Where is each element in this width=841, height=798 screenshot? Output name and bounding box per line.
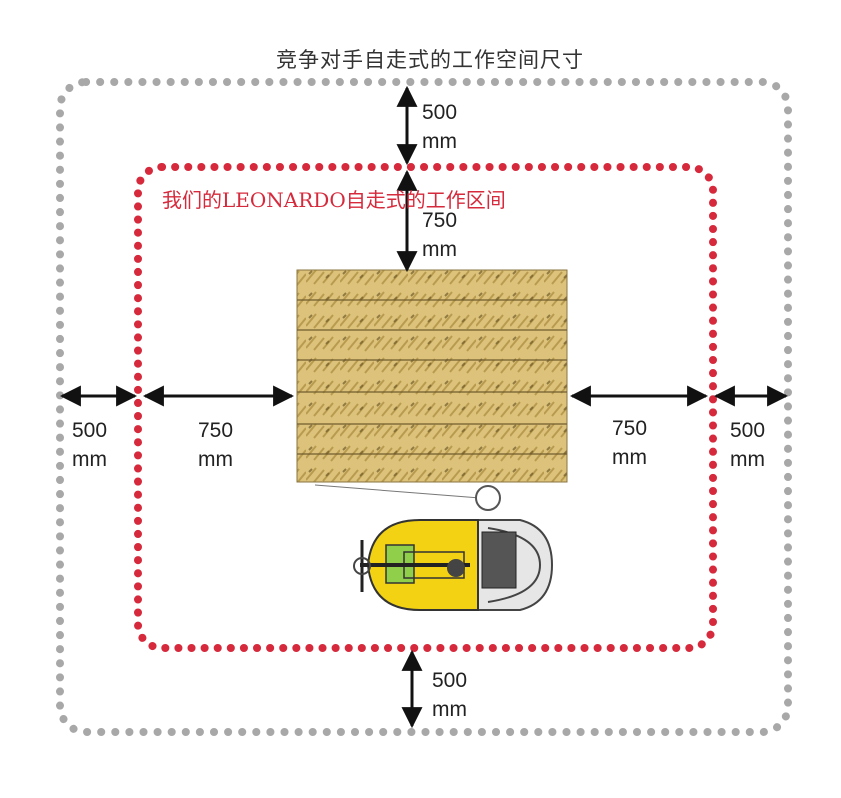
dimension-value: 500 <box>72 419 108 442</box>
dimension-value: 750 <box>198 419 234 442</box>
outer-zone-border <box>56 78 792 736</box>
outer-right-dimension: 500 mm <box>730 416 765 474</box>
dimension-unit: mm <box>198 448 234 471</box>
dimension-value: 750 <box>422 209 458 232</box>
inner-right-dimension: 750 mm <box>612 414 647 472</box>
dimension-unit: mm <box>422 238 458 261</box>
outer-top-dimension: 500 mm <box>422 98 457 156</box>
dimension-value: 500 <box>432 669 468 692</box>
outer-zone-title: 竞争对手自走式的工作空间尺寸 <box>200 44 660 74</box>
dimension-unit: mm <box>612 446 648 469</box>
dimension-value: 750 <box>612 417 648 440</box>
dimension-value: 500 <box>422 101 458 124</box>
outer-left-dimension: 500 mm <box>72 416 107 474</box>
inner-left-dimension: 750 mm <box>198 416 233 474</box>
dimension-unit: mm <box>432 698 468 721</box>
inner-zone-title: 我们的LEONARDO自走式的工作区间 <box>162 188 506 212</box>
inner-top-dimension: 750 mm <box>422 206 457 264</box>
dimension-value: 500 <box>730 419 766 442</box>
dimension-unit: mm <box>72 448 108 471</box>
outer-bottom-dimension: 500 mm <box>432 666 467 724</box>
dimension-unit: mm <box>730 448 766 471</box>
dimension-unit: mm <box>422 130 458 153</box>
self-propelled-wrapper-icon <box>353 485 554 611</box>
inner-zone-border <box>134 163 717 652</box>
double-arrow-icon <box>59 85 789 729</box>
wood-pallet-icon <box>296 269 568 499</box>
